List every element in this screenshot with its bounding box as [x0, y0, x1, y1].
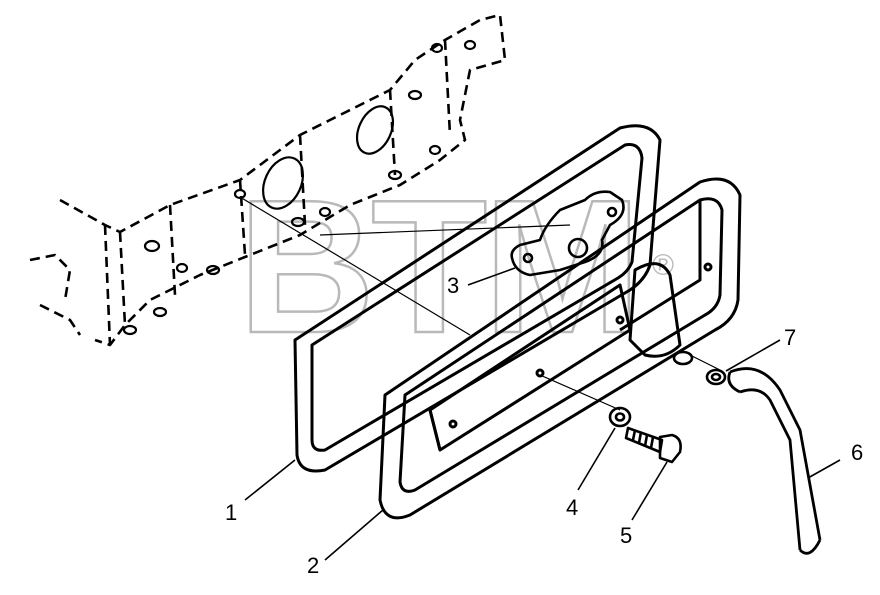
callout-3: 3: [447, 273, 459, 298]
breather-fitting: [672, 350, 694, 366]
breather-plate: [510, 190, 625, 277]
callout-7: 7: [784, 325, 796, 350]
leader-5: [631, 461, 668, 521]
callout-5: 5: [620, 523, 632, 548]
leader-1: [244, 459, 296, 501]
washer: [608, 406, 632, 428]
leader-2: [324, 509, 384, 561]
callout-6: 6: [851, 440, 863, 465]
callout-1: 1: [225, 500, 237, 525]
leader-7: [725, 339, 781, 372]
alignment-lines: [239, 196, 721, 411]
cylinder-head-ports: [122, 39, 477, 336]
breather-hose: [727, 367, 822, 555]
callout-labels: 1 2 3 4 5 6 7: [225, 273, 863, 578]
bolt: [624, 426, 682, 464]
leader-6: [807, 459, 841, 479]
valve-cover: [378, 177, 742, 520]
callout-2: 2: [307, 553, 319, 578]
gasket: [293, 124, 662, 473]
callout-4: 4: [566, 495, 578, 520]
leader-4: [577, 427, 616, 491]
cylinder-head-phantom: [29, 13, 507, 347]
hose-clamp: [705, 368, 727, 386]
leader-lines: [244, 267, 841, 561]
leader-3: [467, 267, 516, 286]
